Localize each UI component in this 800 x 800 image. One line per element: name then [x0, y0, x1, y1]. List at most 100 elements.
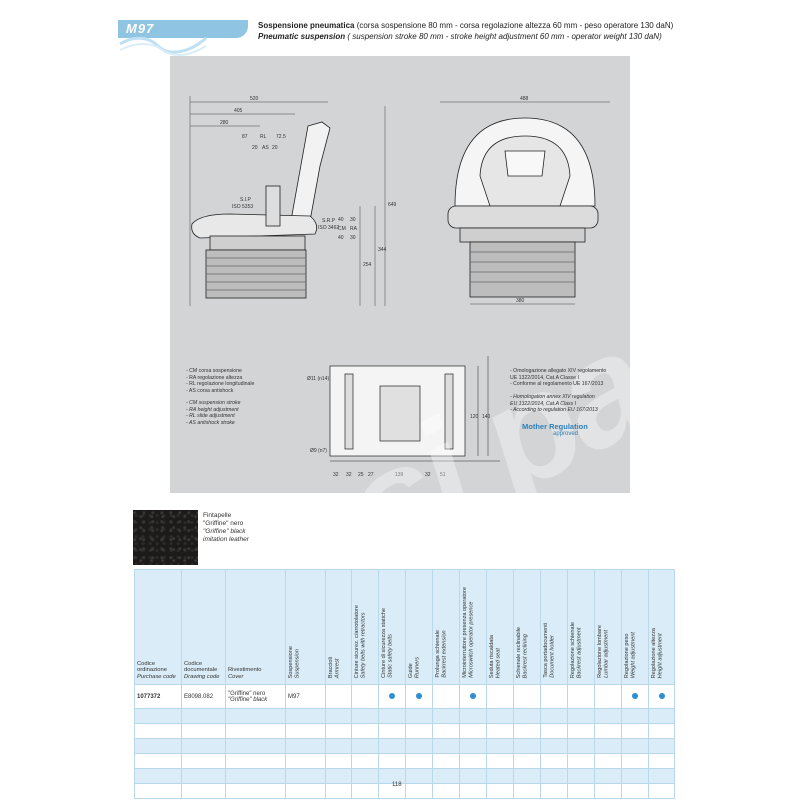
table-row: 1077372 E8098.082 "Griffine" nero"Griffi… [134, 684, 675, 709]
dim-base-120: 120 [470, 414, 479, 420]
dim-rl: RL [260, 134, 267, 140]
brand-swirl-icon [119, 36, 207, 56]
option-cell [459, 684, 487, 709]
model-badge-label: M97 [126, 21, 155, 36]
legend-left-it: - CM corsa sospensione - RA regolazione … [186, 368, 254, 394]
option-cell [378, 684, 406, 709]
dim-488: 488 [520, 96, 529, 102]
legend-right-en: - Homologation annex XIV regulation EU 1… [510, 394, 598, 414]
option-cell [325, 684, 352, 709]
dim-iso3462: ISO 3462 [318, 225, 339, 231]
option-cell [621, 684, 649, 709]
table-row-empty [134, 783, 675, 799]
dim-base-32a: 32 [333, 472, 339, 478]
dim-40b: 40 [338, 235, 344, 241]
legend-item: - According to regulation EU 167/2013 [510, 407, 598, 414]
table-row-empty [134, 768, 675, 784]
table-row-empty [134, 738, 675, 754]
dim-o11: Ø11 (n14) [307, 376, 329, 382]
header-line-english: Pneumatic suspension ( suspension stroke… [258, 32, 662, 41]
dim-base-139: 139 [395, 472, 404, 478]
dim-520: 520 [250, 96, 259, 102]
dim-380: 380 [516, 298, 525, 304]
legend-item: UE 1322/2014, Cat.A Classe I [510, 374, 579, 381]
dim-87: 87 [242, 134, 248, 140]
cover-swatch-image [133, 510, 198, 565]
swatch-line: Fintapelle [203, 512, 232, 519]
option-cell [567, 684, 595, 709]
dim-254: 254 [363, 262, 372, 268]
legend-left-en: - CM suspension stroke - RA height adjus… [186, 400, 241, 426]
legend-item: - AS antishock stroke [186, 419, 235, 426]
seat-front-view: 488 380 [440, 96, 610, 305]
header-title-en: Pneumatic suspension [258, 32, 346, 41]
dim-280: 280 [220, 120, 229, 126]
table-row-empty [134, 723, 675, 739]
legend-item: - Omologazione allegato XIV regolamento [510, 368, 607, 374]
dim-20b: 20 [272, 145, 278, 151]
option-included-dot-icon [416, 692, 422, 699]
option-cell [405, 684, 433, 709]
option-cell [513, 684, 541, 709]
table-row-empty [134, 753, 675, 769]
legend-right-it: - Omologazione allegato XIV regolamento … [510, 368, 606, 388]
dim-base-25: 25 [358, 472, 364, 478]
dim-sip: S.I.P [240, 197, 252, 203]
dim-72-5: 72.5 [276, 134, 286, 140]
option-included-dot-icon [632, 692, 638, 699]
dim-base-140: 140 [482, 414, 491, 420]
base-dimension-labels: Ø11 (n14) Ø9 (n7) 32 32 25 27 139 32 51 … [307, 376, 491, 478]
dim-srp: S.R.P [322, 218, 336, 224]
dim-iso5353: ISO 5353 [232, 204, 253, 210]
technical-drawing-panel: 520 405 280 87 RL 72.5 20 AS 20 S.I.P IS… [170, 56, 630, 493]
legend-item: - RA regolazione altezza [186, 374, 243, 381]
option-included-dot-icon [470, 692, 476, 699]
swatch-line: "Griffine" nero [203, 520, 244, 527]
dim-30b: 30 [350, 235, 356, 241]
approved-label: approved [553, 431, 579, 437]
dim-as: AS [262, 145, 269, 151]
suspension-cell: M97 [285, 684, 326, 709]
legend-item: - RL regolazione longitudinale [186, 381, 255, 388]
seat-drawings: 520 405 280 87 RL 72.5 20 AS 20 S.I.P IS… [189, 96, 610, 478]
header-line-italian: Sospensione pneumatica (corsa sospension… [258, 21, 673, 30]
legend-item: EU 1322/2014, Cat.A Class I [510, 400, 577, 407]
legend-item: - CM corsa sospensione [186, 368, 242, 374]
option-cell [648, 684, 675, 709]
cover-swatch-caption: Fintapelle "Griffine" nero "Griffine" bl… [203, 512, 249, 544]
model-badge: M97 [118, 20, 248, 38]
base-plate-view [329, 356, 500, 462]
purchase-code-cell: 1077372 [134, 684, 182, 709]
option-included-dot-icon [658, 692, 665, 699]
table-row-empty [134, 708, 675, 724]
cover-cell: "Griffine" nero"Griffine" black [225, 684, 286, 709]
drawing-code-cell: E8098.082 [181, 684, 226, 709]
dim-base-32b: 32 [346, 472, 352, 478]
seat-side-view [191, 121, 331, 299]
dim-649: 649 [388, 202, 397, 208]
option-cell [540, 684, 568, 709]
mother-regulation-label: Mother Regulation [522, 422, 588, 431]
option-cell [486, 684, 514, 709]
dim-40a: 40 [338, 217, 344, 223]
header-detail-it: (corsa sospensione 80 mm - corsa regolaz… [354, 21, 674, 30]
legend-item: - CM suspension stroke [186, 400, 241, 406]
dim-405: 405 [234, 108, 243, 114]
